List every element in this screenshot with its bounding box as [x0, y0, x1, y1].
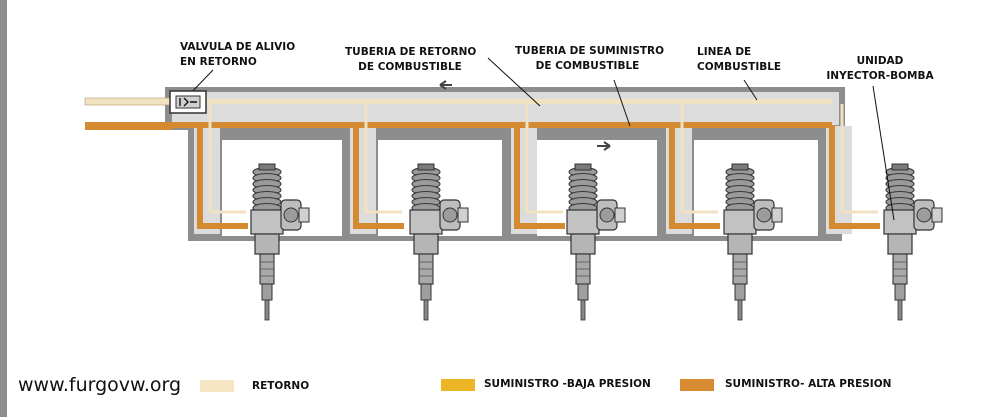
rail-housing-inner: [172, 92, 839, 125]
injector-nozzle-tip: [737, 299, 743, 321]
injector-connector: [457, 207, 469, 223]
supply-branch: [197, 125, 248, 229]
injector-solenoid-cap: [442, 207, 458, 223]
injector-nozzle-body: [420, 283, 432, 301]
injector-spring-cap: [891, 163, 909, 171]
label-leader-lines: [185, 57, 895, 221]
injector-nozzle-body: [734, 283, 746, 301]
injector-spring-cap: [731, 163, 749, 171]
supply-branch: [829, 125, 880, 229]
injector-connector: [298, 207, 310, 223]
injector-lower-body: [887, 233, 913, 255]
injector-solenoid-cap: [916, 207, 932, 223]
leader-line: [487, 57, 541, 107]
injector-solenoid-cap: [599, 207, 615, 223]
injector-units: [250, 163, 943, 321]
injector-nozzle-tip: [580, 299, 586, 321]
relief-valve-symbol: [179, 97, 197, 107]
legend-label-high-pressure: SUMINISTRO- ALTA PRESION: [725, 378, 892, 390]
fuel-pipes: [84, 97, 880, 229]
return-branch: [208, 104, 246, 214]
supply-branch: [353, 125, 404, 229]
legend-swatch-low-pressure: [441, 379, 475, 391]
injector-body: [566, 209, 600, 235]
legend-label-return: RETORNO: [252, 380, 310, 392]
injector-body: [409, 209, 443, 235]
return-inlet-pipe: [84, 97, 174, 106]
injector-nozzle-body: [894, 283, 906, 301]
injector-body: [250, 209, 284, 235]
injector-lower-body: [254, 233, 280, 255]
injector-connector: [931, 207, 943, 223]
supply-branch: [669, 125, 720, 229]
unit-injector-pump: [723, 163, 783, 321]
return-flow-arrow: [439, 80, 452, 90]
relief-valve: [169, 90, 207, 114]
injector-lower-body: [413, 233, 439, 255]
return-branch: [840, 104, 878, 214]
supply-flow-arrow: [597, 141, 611, 151]
supply-inlet-pipe: [85, 122, 173, 130]
leader-line: [743, 79, 758, 101]
injector-nozzle-tip: [264, 299, 270, 321]
injector-solenoid-cap: [283, 207, 299, 223]
return-branch: [525, 104, 563, 214]
leader-line: [872, 85, 895, 221]
website-watermark: www.furgovw.org: [18, 374, 182, 396]
injector-nozzle-body: [261, 283, 273, 301]
legend-label-low-pressure: SUMINISTRO -BAJA PRESION: [484, 378, 651, 390]
injector-spring-cap: [258, 163, 276, 171]
injector-lower-body: [727, 233, 753, 255]
return-branch: [364, 104, 402, 214]
injector-nozzle-body: [577, 283, 589, 301]
return-line-rail: [172, 99, 832, 104]
injector-lower-body: [570, 233, 596, 255]
injector-body: [723, 209, 757, 235]
injector-connector: [771, 207, 783, 223]
supply-branch: [514, 125, 565, 229]
legend-swatch-return: [200, 380, 234, 392]
injector-solenoid-cap: [756, 207, 772, 223]
injector-spring-cap: [574, 163, 592, 171]
unit-injector-pump: [409, 163, 469, 321]
injector-body: [883, 209, 917, 235]
injector-nozzle-tip: [897, 299, 903, 321]
injector-spring-cap: [417, 163, 435, 171]
unit-injector-pump: [566, 163, 626, 321]
return-branch: [680, 104, 718, 214]
unit-injector-pump: [883, 163, 943, 321]
injector-nozzle-tip: [423, 299, 429, 321]
unit-injector-pump: [250, 163, 310, 321]
injector-connector: [614, 207, 626, 223]
supply-line-rail: [172, 122, 832, 128]
leader-line: [613, 79, 631, 127]
left-edge-bar: [0, 0, 7, 417]
legend-swatch-high-pressure: [680, 379, 714, 391]
